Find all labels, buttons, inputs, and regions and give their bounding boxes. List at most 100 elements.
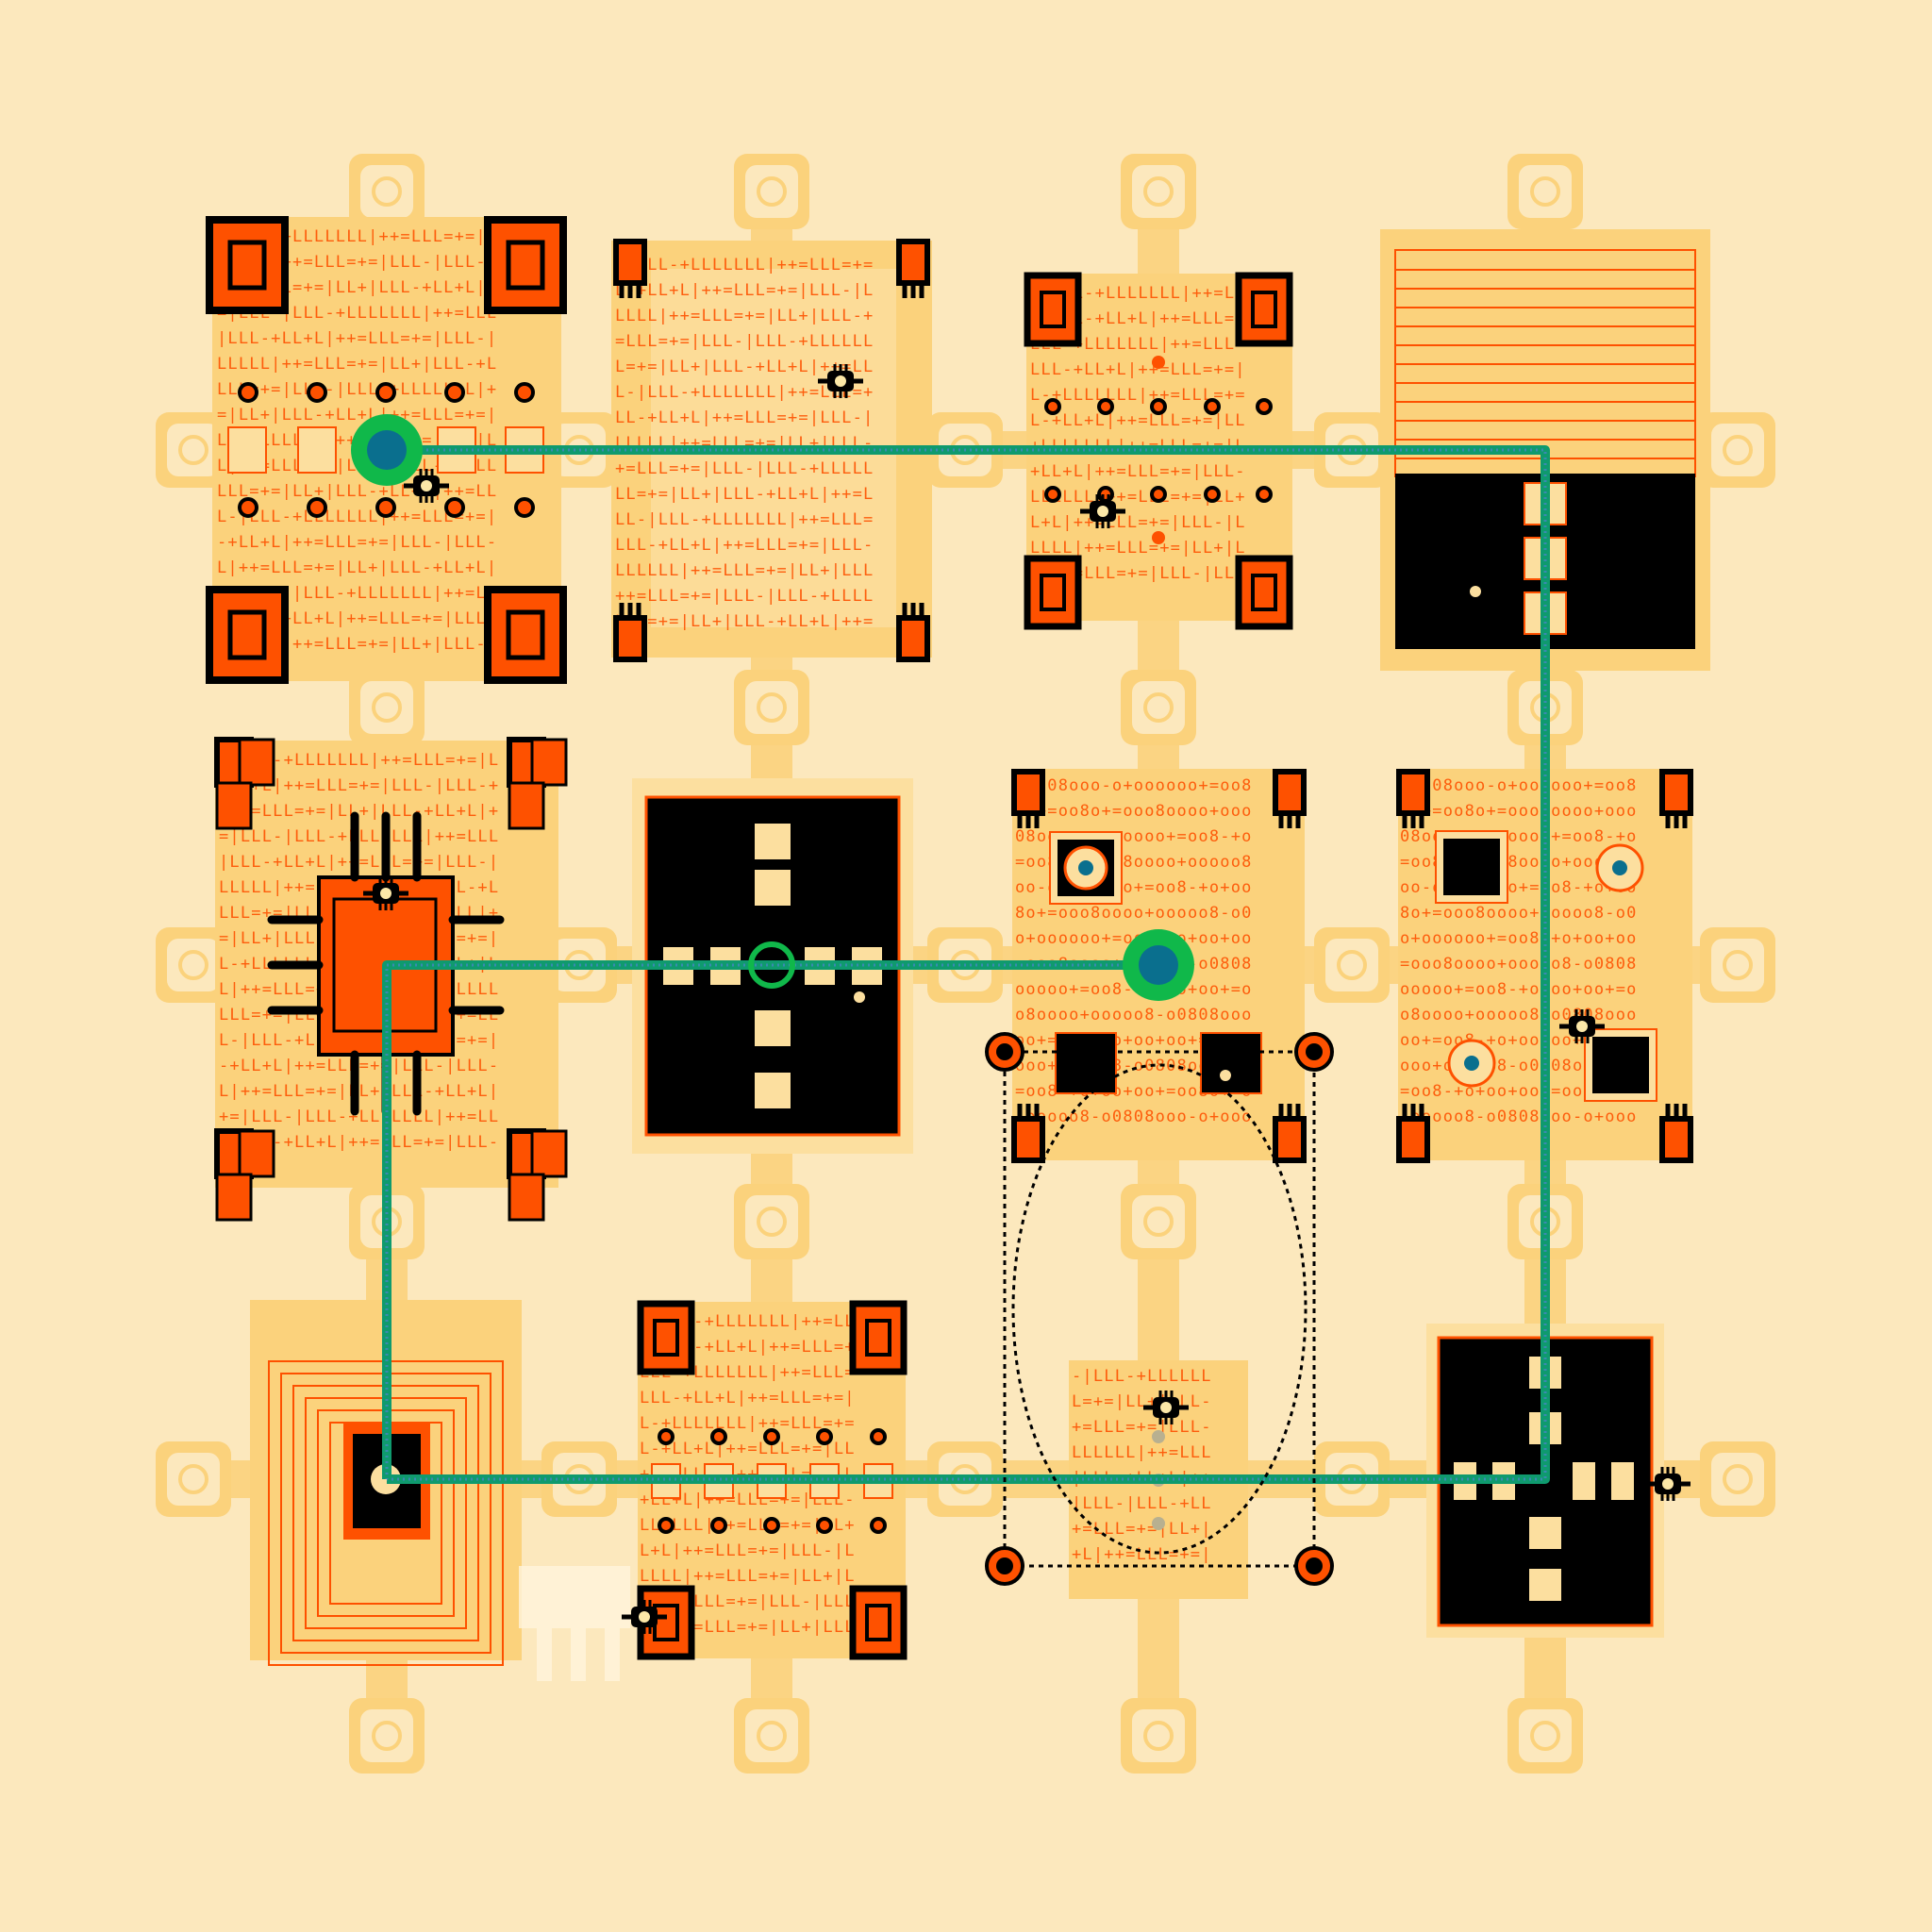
corner-pad-pair[interactable]: [507, 737, 568, 830]
pin-pad[interactable]: [896, 239, 930, 298]
glyph-row: LL-|LLL-+LLLLLLL|++=LLL=: [615, 510, 874, 529]
pad-body: [484, 586, 567, 684]
pin-pad[interactable]: [1273, 1104, 1307, 1163]
corner-pad[interactable]: [1024, 555, 1082, 630]
socket-connector[interactable]: [1121, 154, 1196, 229]
glyph-row: L-+LL+L|++=LLL=+=|LLL-|L: [615, 281, 874, 300]
glyph-row: -+LL+L|++=LLL=+=|LLL-|LLL-: [219, 1057, 499, 1075]
led-dot: [1220, 1070, 1231, 1081]
corner-pad[interactable]: [484, 216, 567, 314]
resistor-icon[interactable]: [1143, 1391, 1189, 1424]
corner-pad[interactable]: [849, 1300, 908, 1375]
corner-pad[interactable]: [206, 586, 289, 684]
pad-body: [206, 586, 289, 684]
glyph-row: o+oooooo+=oo8-+o+oo+oo: [1400, 929, 1638, 948]
corner-pad[interactable]: [484, 586, 567, 684]
node-mid[interactable]: [1123, 929, 1194, 1001]
socket-hole: [360, 681, 413, 734]
pin-pad[interactable]: [613, 603, 647, 662]
socket-hole: [167, 1453, 220, 1506]
node-start[interactable]: [351, 414, 423, 486]
node-pass[interactable]: [748, 941, 795, 989]
socket-connector[interactable]: [734, 670, 809, 745]
socket-connector[interactable]: [734, 1698, 809, 1774]
corner-pad[interactable]: [1235, 272, 1293, 347]
glyph-row: +=LLL=+=|LLL-: [1072, 1418, 1212, 1437]
corner-pad[interactable]: [1024, 272, 1082, 347]
socket-connector[interactable]: [734, 154, 809, 229]
socket-connector[interactable]: [156, 1441, 231, 1517]
resize-handle[interactable]: [985, 1546, 1024, 1586]
corner-pad[interactable]: [637, 1300, 695, 1375]
socket-connector[interactable]: [1314, 927, 1390, 1003]
socket-hole: [745, 1195, 798, 1248]
glyph-row: 8o+=ooo8oooo+ooooo8-o0: [1400, 904, 1638, 923]
pin-pad[interactable]: [1659, 1104, 1693, 1163]
wire-dots: [385, 963, 1158, 1479]
socket-connector[interactable]: [1700, 412, 1775, 488]
glyph-row: LLL=+=|LLL-|LLL-+LLLLLLL|+: [217, 380, 497, 399]
socket-connector[interactable]: [156, 927, 231, 1003]
tile-grid-0-0[interactable]: -|LLL-+LLLLLLL|++=LLL=+=|L+LL+L|++=LLL=+…: [206, 216, 567, 684]
pin-pad[interactable]: [1396, 1104, 1430, 1163]
socket-connector[interactable]: [1121, 1698, 1196, 1774]
resistor-dot: [835, 375, 846, 387]
resistor-icon[interactable]: [622, 1600, 667, 1634]
socket-ring-icon: [178, 950, 208, 980]
pin-pad[interactable]: [1011, 769, 1045, 828]
pad-body: [530, 1129, 568, 1178]
socket-connector[interactable]: [1507, 154, 1583, 229]
resistor-icon[interactable]: [1559, 1009, 1605, 1043]
resistor-icon[interactable]: [404, 469, 449, 503]
socket-connector[interactable]: [734, 1184, 809, 1259]
socket-connector[interactable]: [349, 670, 425, 745]
socket-connector[interactable]: [1121, 670, 1196, 745]
socket-connector[interactable]: [349, 1698, 425, 1774]
pin-pad[interactable]: [1659, 769, 1693, 828]
resize-handle[interactable]: [1294, 1546, 1334, 1586]
socket-connector[interactable]: [1121, 1184, 1196, 1259]
pin-body: [1273, 769, 1307, 816]
solder-dot: [710, 1517, 727, 1534]
pad-inner: [1040, 574, 1066, 611]
pad-body: [508, 781, 545, 830]
socket-connector[interactable]: [349, 154, 425, 229]
via-dot: [1152, 531, 1165, 544]
socket-ring-icon: [1723, 435, 1753, 465]
pin-pad[interactable]: [896, 603, 930, 662]
glyph-row: oo+=oo8o+=ooo8oooo+ooo: [1400, 802, 1638, 821]
pad-inner: [227, 240, 267, 291]
socket-connector[interactable]: [1507, 1698, 1583, 1774]
solder-dot: [444, 497, 465, 518]
pin-pad[interactable]: [613, 239, 647, 298]
resistor-icon[interactable]: [818, 364, 863, 398]
socket-chip[interactable]: [1049, 831, 1123, 905]
pin-body: [1011, 769, 1045, 816]
resistor-icon[interactable]: [1080, 494, 1125, 528]
solder-dot: [658, 1517, 675, 1534]
pin-pad[interactable]: [1273, 769, 1307, 828]
glyph-row: L=+=|LL+|LLL-: [1072, 1392, 1212, 1411]
wire-mid: [382, 960, 1158, 1479]
corner-pad[interactable]: [1235, 555, 1293, 630]
corner-pad[interactable]: [206, 216, 289, 314]
corner-pad-pair[interactable]: [507, 1128, 568, 1222]
resistor-icon[interactable]: [1645, 1467, 1690, 1501]
resize-handle[interactable]: [1294, 1032, 1334, 1072]
corner-pad-pair[interactable]: [214, 737, 275, 830]
resize-handle[interactable]: [985, 1032, 1024, 1072]
glyph-row: LL-+LL+L|++=LLL=+=|LLL-|: [615, 408, 874, 427]
socket-connector[interactable]: [1700, 927, 1775, 1003]
resistor-icon[interactable]: [363, 876, 408, 910]
glyph-row: o8oooo+ooooo8-o0808ooo: [1015, 1006, 1253, 1024]
socket-hole: [745, 681, 798, 734]
solder-dot: [763, 1428, 780, 1445]
pin-pad[interactable]: [1396, 769, 1430, 828]
pin-pad[interactable]: [1011, 1104, 1045, 1163]
socket-hole: [1132, 165, 1185, 218]
selection-frame[interactable]: [985, 1032, 1334, 1586]
corner-pad-pair[interactable]: [214, 1128, 275, 1222]
socket-connector[interactable]: [1700, 1441, 1775, 1517]
corner-pad[interactable]: [849, 1585, 908, 1660]
